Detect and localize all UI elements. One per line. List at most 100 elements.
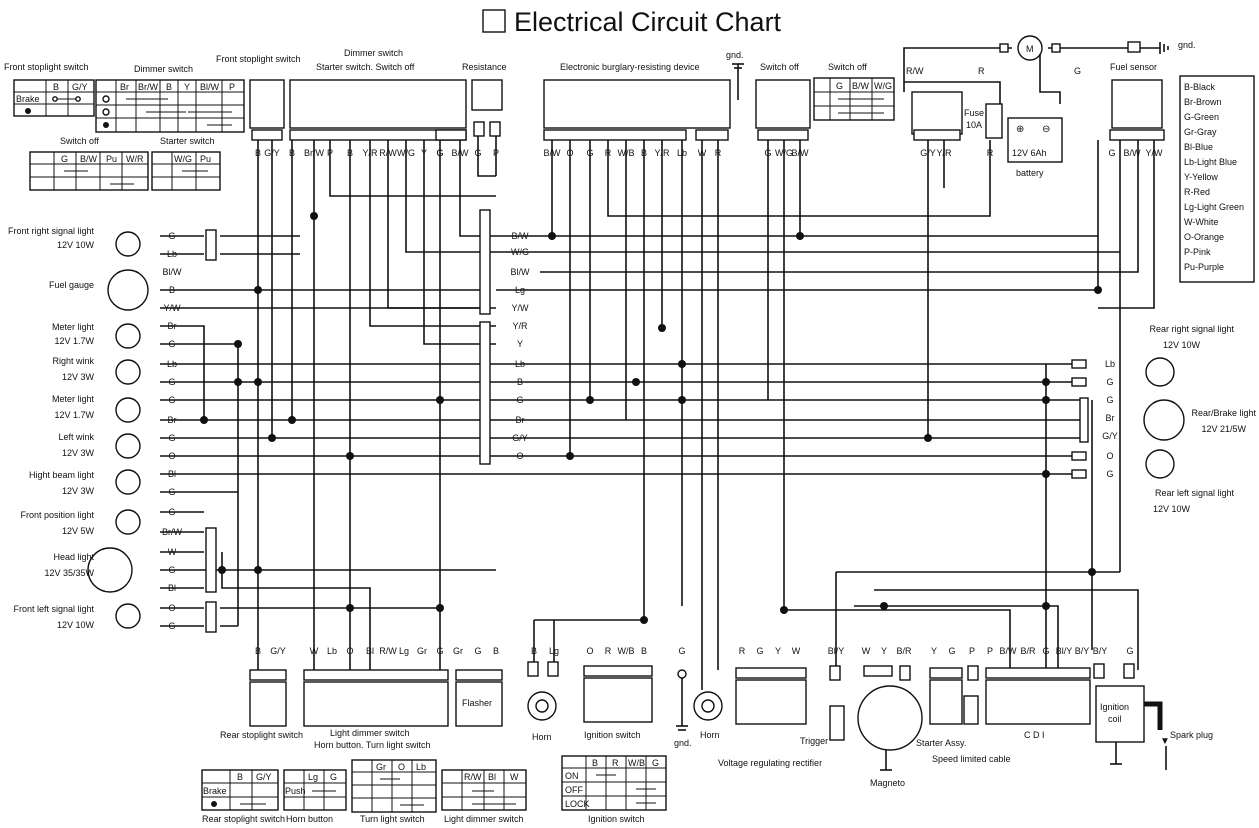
burglary-device-box — [543, 79, 731, 129]
horn-button-table: Lg G Push — [283, 769, 347, 811]
light-dimmer-switch-label: Light dimmer switch — [330, 728, 410, 738]
right-device-name: Rear right signal light — [1149, 324, 1234, 334]
left-device-wire: G — [168, 507, 175, 517]
battery-box — [1007, 117, 1063, 163]
bus-wire-label: Lb — [515, 359, 525, 369]
fuse-rating: 10A — [966, 120, 982, 130]
bottom-wire-label: G — [948, 646, 955, 656]
right-device-wire: Br — [1106, 413, 1115, 423]
battery-rating: 12V 6Ah — [1012, 148, 1047, 158]
fuel-sensor-label: Fuel sensor — [1110, 62, 1157, 72]
left-device-name: Hight beam light — [29, 470, 95, 480]
ignition-row: ON — [565, 771, 579, 781]
connector — [1071, 359, 1087, 369]
bottom-wire-label: R — [739, 646, 746, 656]
horn-button-row: Push — [285, 786, 306, 796]
wire-label: G — [474, 148, 481, 158]
front-stop-row-label: Brake — [16, 94, 40, 104]
left-device-spec: 12V 1.7W — [54, 336, 94, 346]
dimmer-col: Y — [184, 82, 190, 92]
horn-button-caption: Horn button — [286, 814, 333, 824]
light-dimmer-col: R/W — [464, 772, 482, 782]
cdi-label: C D I — [1024, 730, 1045, 740]
front-stop-col-2: G/Y — [72, 82, 88, 92]
bottom-wire-label: Lg — [549, 646, 559, 656]
right-device-wire: G/Y — [1102, 431, 1118, 441]
connector — [1071, 451, 1087, 461]
left-device-wire: Br — [168, 321, 177, 331]
resistance-box — [471, 79, 503, 111]
dimmer-col: Br/W — [138, 82, 159, 92]
bulb-icon — [115, 397, 141, 423]
bottom-wire-label: G — [1126, 646, 1133, 656]
bottom-wire-label: B/Y — [1075, 646, 1090, 656]
bottom-wire-label: R — [605, 646, 612, 656]
flasher-label: Flasher — [462, 698, 492, 708]
left-device-wire: G — [168, 231, 175, 241]
wire-label: Y/W — [1146, 148, 1164, 158]
dimmer-switch-label: Dimmer switch — [344, 48, 403, 58]
connector — [583, 665, 653, 677]
left-device-wire: G — [168, 395, 175, 405]
front-stop-table: B G/Y Brake — [13, 79, 95, 117]
wire-label: B/W — [452, 148, 470, 158]
bulb-icon — [115, 433, 141, 459]
dimmer-switch-box — [289, 79, 467, 129]
switch-off-right-table: G B/W W/G — [813, 77, 895, 121]
power-section: M gnd. R/W R G Fuse 10A ⊕ ⊖ 12V 6Ah batt… — [903, 35, 1196, 178]
starter-box — [929, 679, 963, 725]
connector — [249, 669, 287, 681]
connector — [985, 667, 1091, 679]
left-device-wire: G — [168, 487, 175, 497]
turn-light-col: Lb — [416, 762, 426, 772]
ignition-col: W/B — [628, 758, 645, 768]
connector — [1071, 469, 1087, 479]
connector — [1093, 663, 1105, 679]
bulb-icon — [115, 323, 141, 349]
right-device-bulbs — [1071, 357, 1185, 479]
bottom-wire-label: B/Y — [1093, 646, 1108, 656]
burglary-device-label: Electronic burglary-resisting device — [560, 62, 700, 72]
rear-stoplight-switch-label: Rear stoplight switch — [220, 730, 303, 740]
cdi-box — [985, 679, 1091, 725]
bulb-icon — [115, 509, 141, 535]
bottom-wire-label: Bl — [366, 646, 374, 656]
power-wire-label: R/W — [906, 66, 924, 76]
legend-entry: W-White — [1184, 217, 1218, 227]
bus-wire-label: Y/R — [512, 321, 528, 331]
hand-icon — [211, 801, 217, 807]
dimmer-col: B — [166, 82, 172, 92]
bulb-icon — [115, 603, 141, 629]
left-device-spec: 12V 1.7W — [54, 410, 94, 420]
bus-wire-label: B/W — [512, 231, 530, 241]
battery-minus-icon: ⊖ — [1042, 124, 1050, 135]
bus-wire-label: Lg — [515, 285, 525, 295]
brake-light-icon — [1143, 399, 1185, 441]
title-checkbox-icon — [482, 9, 506, 33]
left-device-name: Right wink — [52, 356, 94, 366]
bottom-wire-label: Gr — [417, 646, 427, 656]
connector — [205, 601, 217, 633]
left-device-spec: 12V 10W — [57, 620, 95, 630]
bottom-wire-label: Lb — [327, 646, 337, 656]
contact-dot — [52, 96, 58, 102]
dimmer-col: Bl/W — [200, 82, 220, 92]
wire-label: G/Y — [920, 148, 936, 158]
gnd-right-label: gnd. — [1178, 40, 1196, 50]
light-dimmer-caption: Light dimmer switch — [444, 814, 524, 824]
left-device-name: Front left signal light — [13, 604, 94, 614]
wire-label: R/W — [379, 148, 397, 158]
light-dimmer-col: W — [510, 772, 519, 782]
switch-off-col: Pu — [106, 154, 117, 164]
left-device-spec: 12V 3W — [62, 372, 95, 382]
right-device-name: Rear/Brake light — [1191, 408, 1256, 418]
connector — [527, 661, 539, 677]
ignition-col: G — [652, 758, 659, 768]
bottom-wire-label: W/B — [618, 646, 635, 656]
bottom-wire-label: B/W — [1000, 646, 1018, 656]
left-device-wire: G — [168, 433, 175, 443]
bus-wire-label: Y — [517, 339, 523, 349]
legend-entry: Lg-Light Green — [1184, 202, 1244, 212]
starter-table: W/G Pu — [151, 151, 221, 191]
front-stoplight-switch-box — [249, 79, 285, 129]
